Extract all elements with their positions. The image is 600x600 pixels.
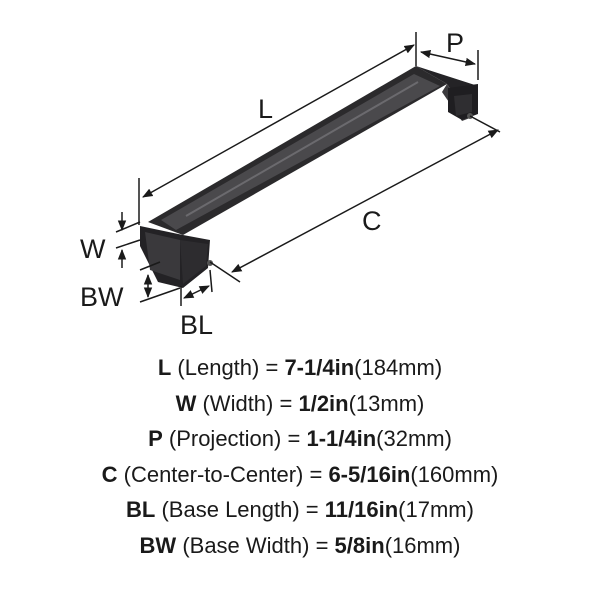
- label-C: C: [362, 206, 382, 236]
- spec-row-base-length: BL (Base Length) = 11/16in(17mm): [0, 492, 600, 528]
- spec-name: (Length) =: [177, 355, 279, 380]
- spec-imperial: 5/8in: [334, 532, 385, 558]
- dimension-base-width: BW: [80, 261, 181, 312]
- spec-code: L: [157, 355, 172, 380]
- dimension-length: L: [138, 32, 417, 225]
- spec-row-length: L (Length) = 7-1/4in(184mm): [0, 350, 600, 386]
- label-W: W: [80, 234, 106, 264]
- label-BW: BW: [80, 282, 124, 312]
- spec-metric: (32mm): [376, 426, 452, 451]
- label-BL: BL: [180, 310, 213, 340]
- spec-imperial: 1-1/4in: [306, 426, 377, 451]
- spec-code: P: [148, 426, 163, 451]
- dimension-spec-list: L (Length) = 7-1/4in(184mm) W (Width) = …: [0, 350, 600, 563]
- spec-code: C: [101, 461, 118, 487]
- spec-row-base-width: BW (Base Width) = 5/8in(16mm): [0, 528, 600, 564]
- spec-metric: (16mm): [384, 532, 461, 558]
- spec-imperial: 1/2in: [298, 390, 349, 416]
- spec-metric: (160mm): [410, 461, 499, 487]
- spec-name: (Base Width) =: [182, 532, 329, 558]
- dimension-width: W: [80, 212, 141, 268]
- spec-imperial: 7-1/4in: [284, 355, 355, 380]
- spec-name: (Base Length) =: [161, 497, 319, 522]
- spec-imperial: 11/16in: [324, 497, 399, 522]
- spec-row-projection: P (Projection) = 1-1/4in(32mm): [0, 421, 600, 457]
- spec-name: (Projection) =: [168, 426, 301, 451]
- dimension-projection: P: [419, 28, 479, 80]
- label-L: L: [258, 94, 273, 124]
- spec-metric: (184mm): [354, 355, 443, 380]
- spec-name: (Center-to-Center) =: [123, 461, 323, 487]
- spec-code: BL: [126, 497, 156, 522]
- spec-row-center-to-center: C (Center-to-Center) = 6-5/16in(160mm): [0, 457, 600, 493]
- spec-name: (Width) =: [202, 390, 293, 416]
- spec-metric: (17mm): [398, 497, 474, 522]
- label-P: P: [446, 28, 464, 58]
- dimension-center-to-center: C: [209, 115, 501, 283]
- spec-imperial: 6-5/16in: [328, 461, 411, 487]
- spec-code: W: [175, 390, 197, 416]
- cabinet-pull-illustration: [140, 66, 478, 288]
- spec-code: BW: [139, 532, 177, 558]
- spec-metric: (13mm): [348, 390, 425, 416]
- dimension-base-length: BL: [180, 269, 213, 340]
- handle-diagram: L P C W BW BL: [80, 28, 501, 340]
- spec-row-width: W (Width) = 1/2in(13mm): [0, 386, 600, 422]
